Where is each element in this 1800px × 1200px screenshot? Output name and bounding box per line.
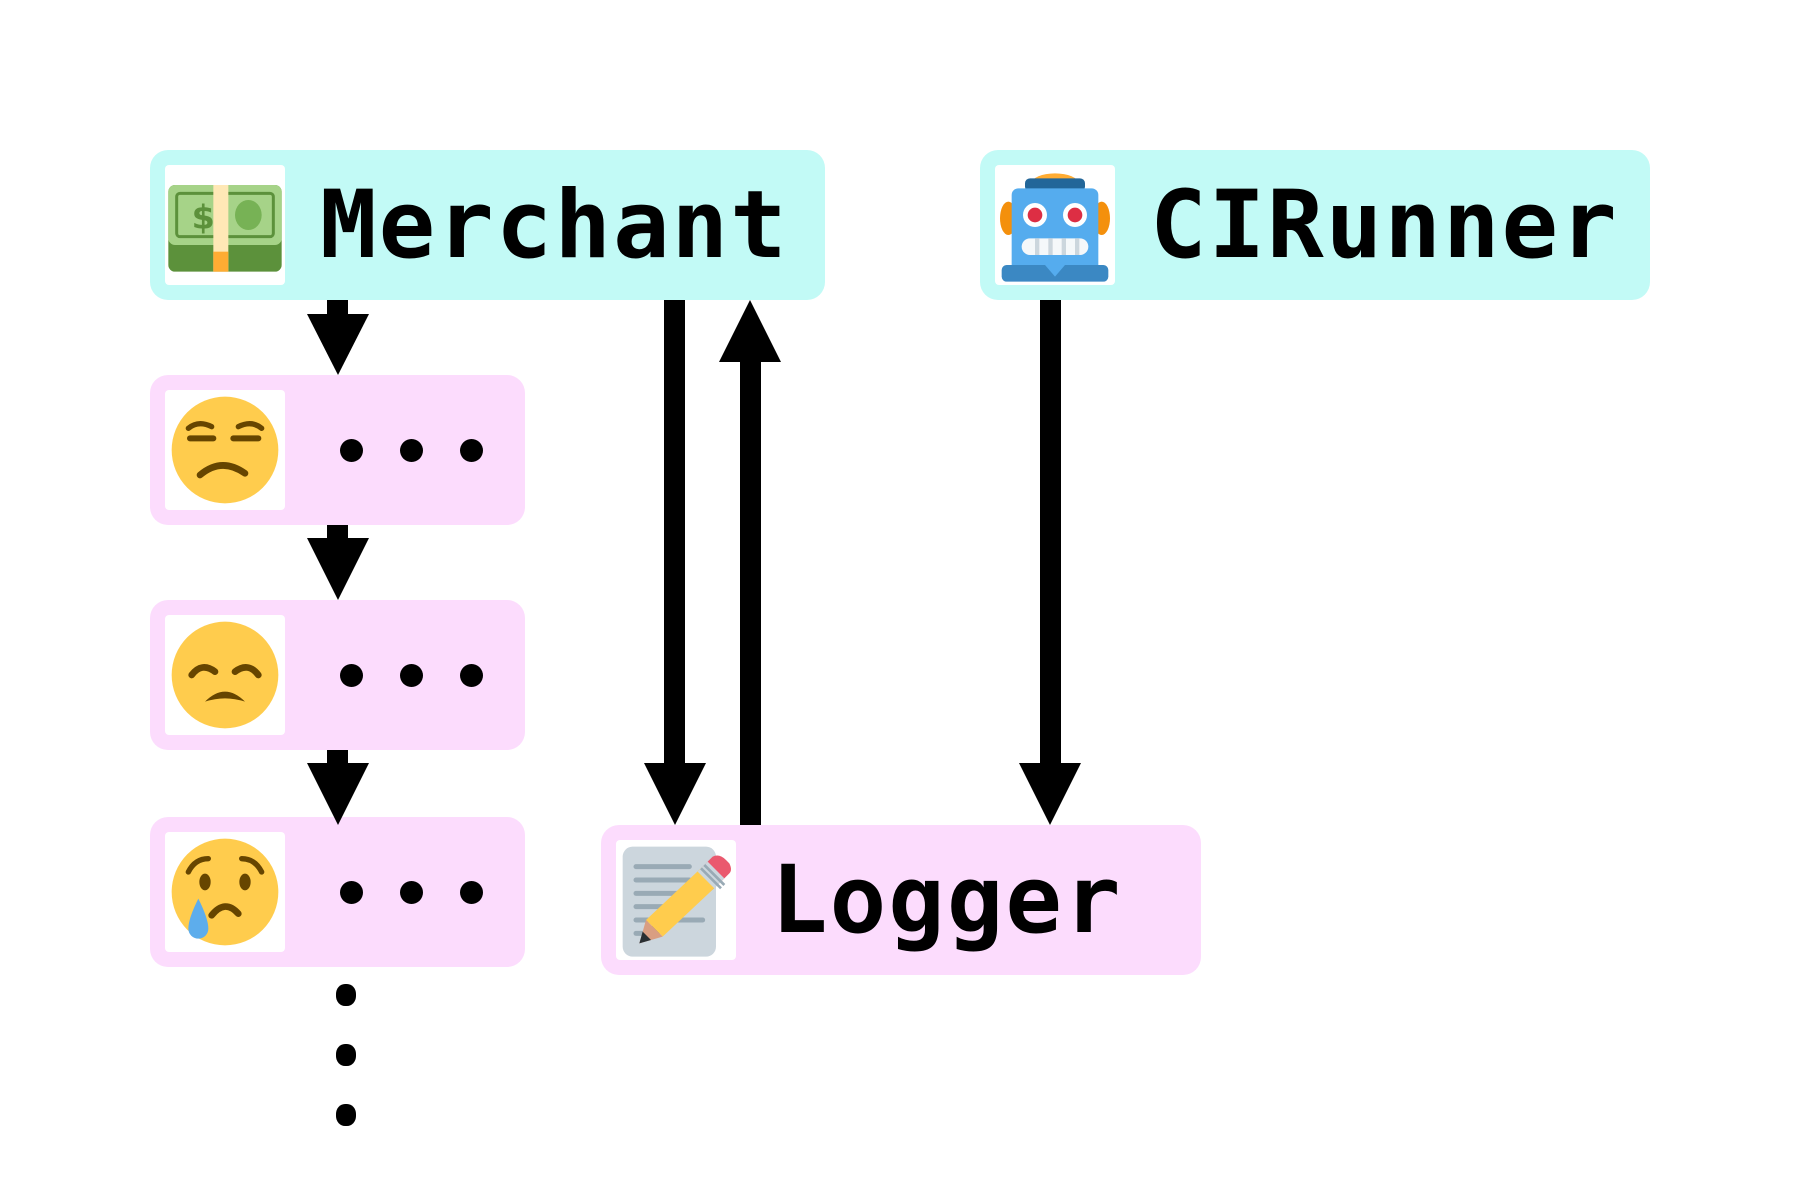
arrow-merchant-to-state-1 [307,300,369,375]
svg-text:$: $ [192,197,215,236]
arrow-state-2-to-state-3 [307,750,369,825]
arrow-state-1-to-state-2 [307,525,369,600]
unamused-face-icon [165,390,285,510]
merchant-label: Merchant [320,170,789,280]
arrow-logger-to-merchant [719,300,781,825]
memo-pencil-icon [616,840,736,960]
arrow-ci-runner-to-logger [1019,300,1081,825]
logger-node: Logger [601,825,1201,975]
logger-label: Logger [771,845,1123,955]
money-bill-icon: $ [165,165,285,285]
vertical-ellipsis [336,984,358,1164]
state-node-1 [150,375,525,525]
ellipsis [340,375,483,525]
merchant-node: $ Merchant [150,150,825,300]
disappointed-face-icon [165,615,285,735]
ci-runner-label: CIRunner [1150,170,1619,280]
state-node-3 [150,817,525,967]
robot-icon [995,165,1115,285]
arrow-merchant-to-logger [644,300,706,825]
crying-face-icon [165,832,285,952]
state-node-2 [150,600,525,750]
ellipsis [340,600,483,750]
ci-runner-node: CIRunner [980,150,1650,300]
ellipsis [340,817,483,967]
